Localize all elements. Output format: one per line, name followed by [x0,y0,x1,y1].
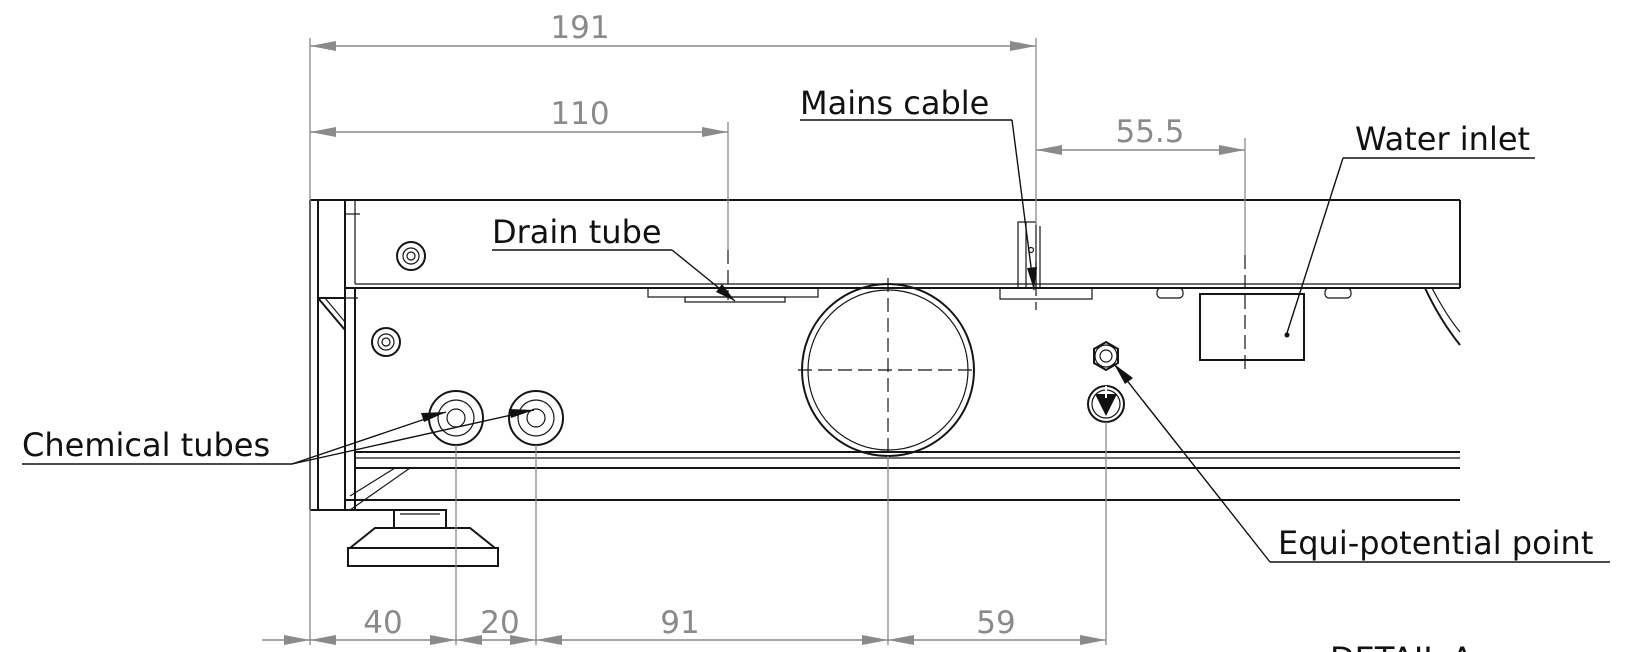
unit-body [309,199,1461,567]
dimension-59-label: 59 [976,605,1015,641]
dimension-40-label: 40 [363,605,402,641]
dimension-191: 191 [310,10,1036,51]
dimension-20-label: 20 [480,605,519,641]
detail-a-label: DETAIL A [1330,640,1473,652]
equipotential-ground-icon [1087,385,1125,423]
callout-mains-cable: Mains cable [800,84,1037,291]
callout-equi-potential-point: Equi-potential point [1113,363,1610,563]
dimension-191-label: 191 [550,10,609,46]
dimension-55-5-label: 55.5 [1115,114,1184,150]
callout-chemical-tubes: Chemical tubes [22,409,535,465]
extension-lines [309,38,1246,645]
mains-cable-label: Mains cable [800,84,989,122]
dimension-110-label: 110 [550,96,609,132]
callout-drain-tube: Drain tube [492,213,736,302]
dimension-110: 110 [310,96,728,137]
dimension-55-5: 55.5 [1036,114,1245,155]
drain-tube-label: Drain tube [492,213,662,251]
center-lines [727,250,1246,460]
dimension-91-label: 91 [660,605,699,641]
callout-water-inlet: Water inlet [1286,120,1535,334]
water-inlet-label: Water inlet [1355,120,1530,158]
equi-potential-point-label: Equi-potential point [1278,524,1593,562]
chemical-tubes-label: Chemical tubes [22,426,270,464]
dimension-bottom-chain: 40 20 91 59 [262,605,1106,645]
